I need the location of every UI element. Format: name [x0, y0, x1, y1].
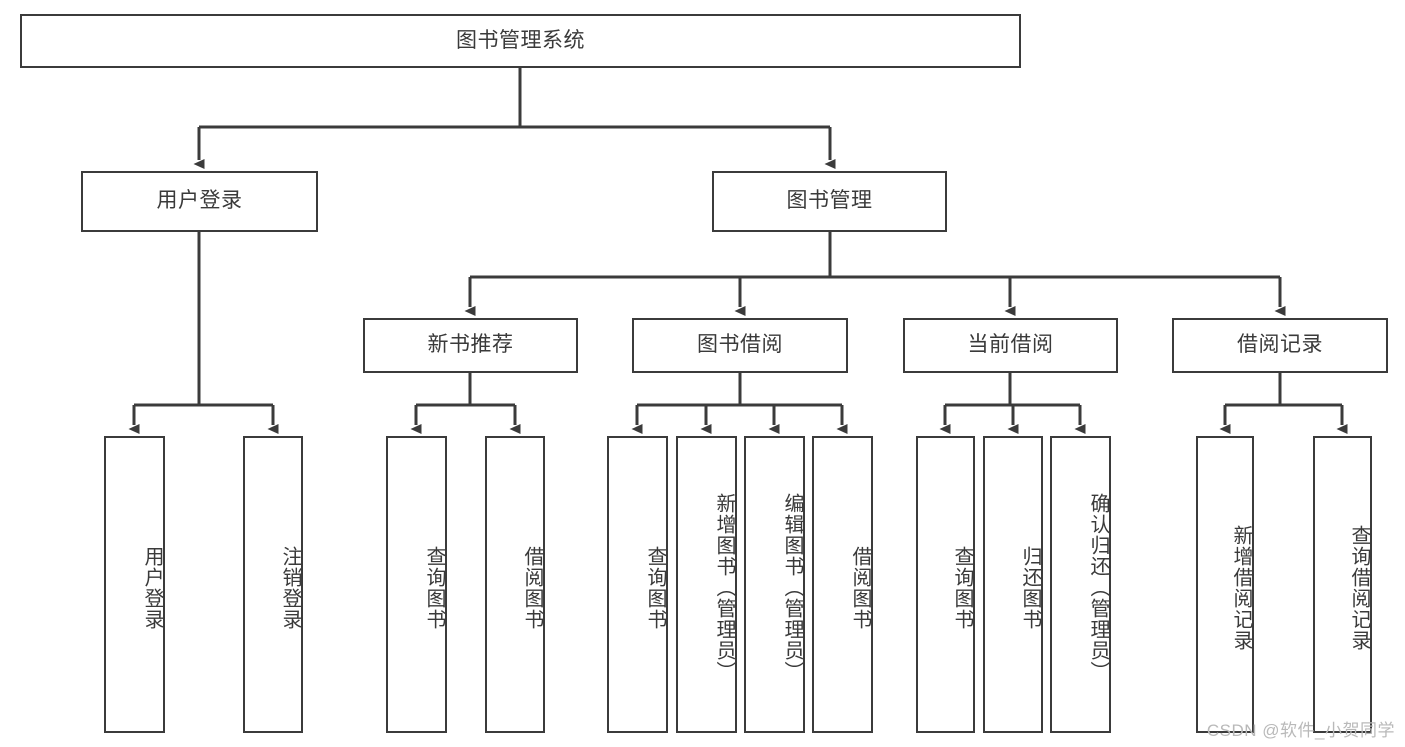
- node-leaf-confirm-return-admin[interactable]: 确认归还（管理员）: [1050, 436, 1111, 733]
- node-user-login-label: 用户登录: [156, 189, 243, 213]
- node-leaf-label: 借阅图书: [849, 545, 871, 630]
- node-leaf-label: 查询借阅记录: [1348, 524, 1370, 651]
- node-book-management-label: 图书管理: [786, 189, 873, 213]
- node-new-book-recommend[interactable]: 新书推荐: [363, 318, 578, 373]
- node-leaf-label: 确认归还（管理员）: [1087, 493, 1109, 682]
- node-leaf-add-book-admin[interactable]: 新增图书（管理员）: [676, 436, 737, 733]
- watermark-text: CSDN @软件_小贺同学: [1206, 721, 1395, 740]
- node-leaf-label: 查询图书: [423, 545, 445, 630]
- node-leaf-label: 新增借阅记录: [1230, 524, 1252, 651]
- node-leaf-borrow-book-recommend[interactable]: 借阅图书: [485, 436, 545, 733]
- node-book-borrow[interactable]: 图书借阅: [632, 318, 848, 373]
- node-leaf-query-book-borrow[interactable]: 查询图书: [607, 436, 668, 733]
- node-leaf-query-book-current[interactable]: 查询图书: [916, 436, 975, 733]
- node-leaf-borrow-book[interactable]: 借阅图书: [812, 436, 873, 733]
- node-leaf-add-borrow-record[interactable]: 新增借阅记录: [1196, 436, 1254, 733]
- node-leaf-query-book-recommend[interactable]: 查询图书: [386, 436, 447, 733]
- node-new-book-recommend-label: 新书推荐: [427, 333, 514, 357]
- node-root[interactable]: 图书管理系统: [20, 14, 1021, 68]
- node-book-management[interactable]: 图书管理: [712, 171, 947, 232]
- node-leaf-label: 查询图书: [951, 545, 973, 630]
- node-leaf-edit-book-admin[interactable]: 编辑图书（管理员）: [744, 436, 805, 733]
- node-current-borrow-label: 当前借阅: [967, 333, 1054, 357]
- node-root-label: 图书管理系统: [456, 28, 585, 52]
- node-leaf-label: 用户登录: [141, 545, 163, 630]
- node-borrow-record[interactable]: 借阅记录: [1172, 318, 1388, 373]
- node-user-login[interactable]: 用户登录: [81, 171, 318, 232]
- node-leaf-label: 编辑图书（管理员）: [781, 493, 803, 682]
- node-leaf-label: 归还图书: [1019, 545, 1041, 630]
- node-leaf-label: 注销登录: [279, 545, 301, 630]
- node-leaf-label: 查询图书: [644, 545, 666, 630]
- node-current-borrow[interactable]: 当前借阅: [903, 318, 1118, 373]
- node-leaf-logout[interactable]: 注销登录: [243, 436, 303, 733]
- node-book-borrow-label: 图书借阅: [697, 333, 783, 357]
- node-leaf-query-borrow-record[interactable]: 查询借阅记录: [1313, 436, 1372, 733]
- node-leaf-label: 新增图书（管理员）: [713, 493, 735, 682]
- node-leaf-user-login[interactable]: 用户登录: [104, 436, 165, 733]
- node-leaf-label: 借阅图书: [521, 545, 543, 630]
- node-leaf-return-book[interactable]: 归还图书: [983, 436, 1043, 733]
- node-borrow-record-label: 借阅记录: [1237, 333, 1323, 357]
